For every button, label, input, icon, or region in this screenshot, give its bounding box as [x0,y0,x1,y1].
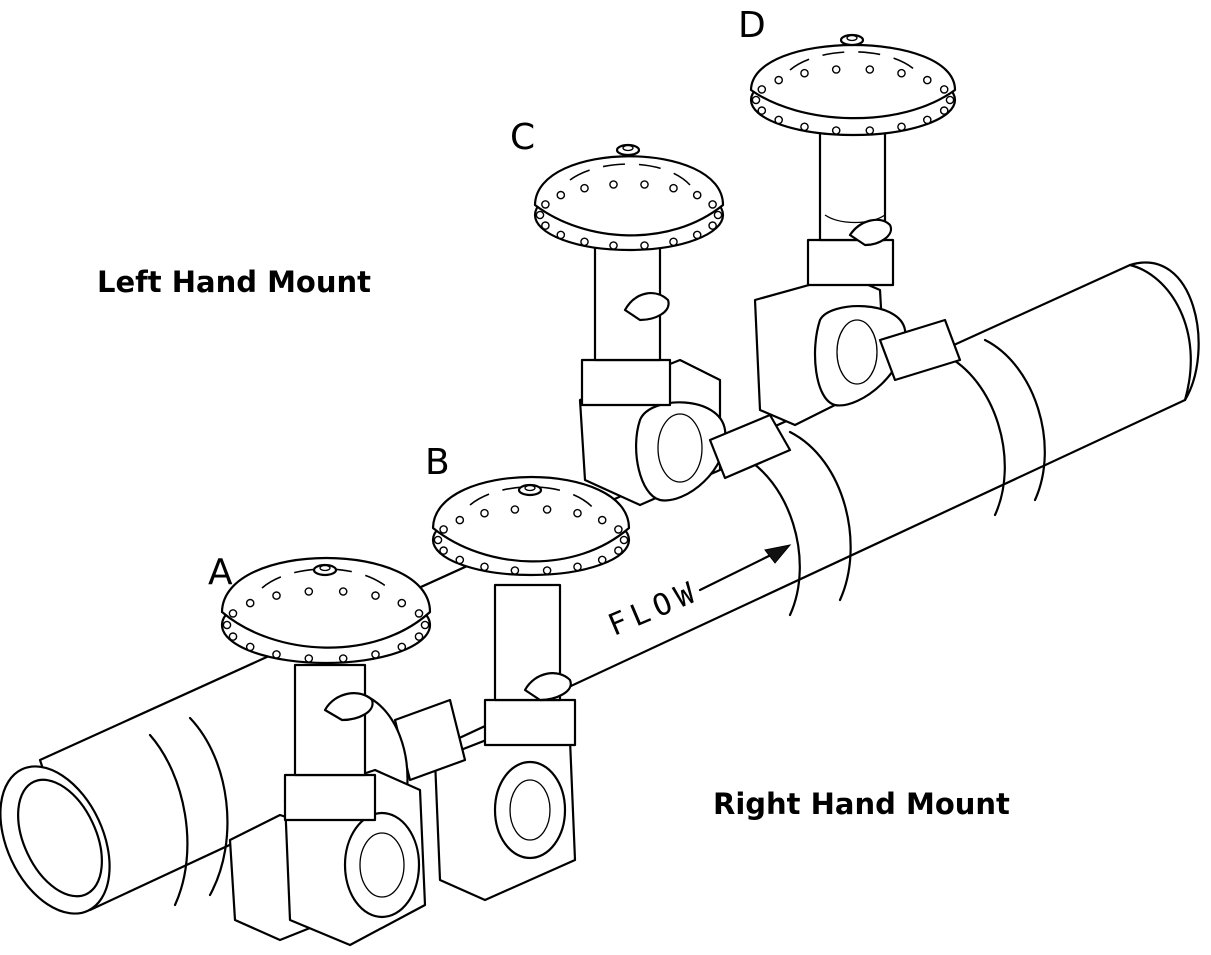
flange-bolt [414,609,424,618]
flange-bolt [371,650,380,659]
flange-bolt [640,180,649,189]
flange-bolt [897,68,906,78]
flange-bolt [865,65,875,74]
flange-bolt [556,190,566,200]
flange-bolt [414,632,424,641]
flange-bolt [713,210,723,220]
flange-bolt [420,620,430,630]
flange-bolt [669,183,678,193]
flange-bolt [865,126,875,135]
flange-bolt [542,566,552,575]
flange-bolt [757,106,767,115]
flange-bolt [774,75,784,85]
flange-bolt [945,95,955,105]
flange-bolt [371,591,380,600]
flange-bolt [597,515,607,525]
actuator-label-c: C [510,117,536,158]
actuator-label-b: B [425,442,450,483]
flange-bolt [338,654,348,663]
flange-bolt [757,85,767,94]
left-hand-mount-label: Left Hand Mount [97,265,371,299]
flange-bolt [455,515,465,525]
flange-bolt [245,642,255,652]
flange-bolt [619,535,629,545]
right-hand-mount-label: Right Hand Mount [713,787,1010,821]
flange-bolt [939,106,949,115]
flange-bolt [439,546,448,555]
diaphragm-bolt-rings [222,65,955,663]
flange-bolt [923,115,932,125]
actuator-b [393,476,631,902]
flange-bolt [708,221,717,230]
flange-bolt [541,221,550,230]
flange-bolt [831,65,841,74]
flange-bolt [556,230,566,240]
flange-bolt [439,525,448,534]
flange-bolt [708,200,717,209]
flange-bolt [228,632,238,641]
flange-bolt [669,237,678,247]
flange-bolt [397,598,407,608]
actuator-label-d: D [738,5,766,46]
flange-bolt [897,122,906,132]
flange-bolt [751,95,761,105]
flange-bolt [272,591,281,600]
actuator-d [749,33,962,427]
flange-bolt [800,122,809,132]
flange-bolt [800,68,809,78]
actuator-c [533,143,792,507]
flange-bolt [541,200,550,209]
flange-bolt [542,505,552,514]
flange-bolt [272,650,281,659]
flange-bolt [614,525,623,534]
flange-bolt [510,505,520,514]
flange-bolt [480,508,489,518]
flange-bolt [245,598,255,608]
flange-bolt [304,654,314,663]
flange-bolt [580,183,589,193]
flange-bolt [609,180,618,189]
flange-bolt [510,566,520,575]
flange-bolt [774,115,784,125]
flange-bolt [692,190,702,200]
flange-bolt [433,535,443,545]
actuator-label-a: A [208,552,233,593]
flange-bolt [480,562,489,572]
flange-bolt [640,241,649,250]
flange-bolt [222,620,232,630]
flange-bolt [455,555,465,565]
flange-bolt [939,85,949,94]
flange-bolt [397,642,407,652]
flange-bolt [609,241,618,250]
flange-bolt [692,230,702,240]
flow-arrow [698,544,792,592]
flange-bolt [338,587,348,596]
flange-bolt [304,587,314,596]
flange-bolt [923,75,932,85]
flange-bolt [573,508,582,518]
flange-bolt [228,609,238,618]
flange-bolt [573,562,582,572]
actuator-a [220,557,432,947]
flange-bolt [535,210,545,220]
flange-bolt [597,555,607,565]
flange-bolt [580,237,589,247]
flange-bolt [614,546,623,555]
flange-bolt [831,126,841,135]
